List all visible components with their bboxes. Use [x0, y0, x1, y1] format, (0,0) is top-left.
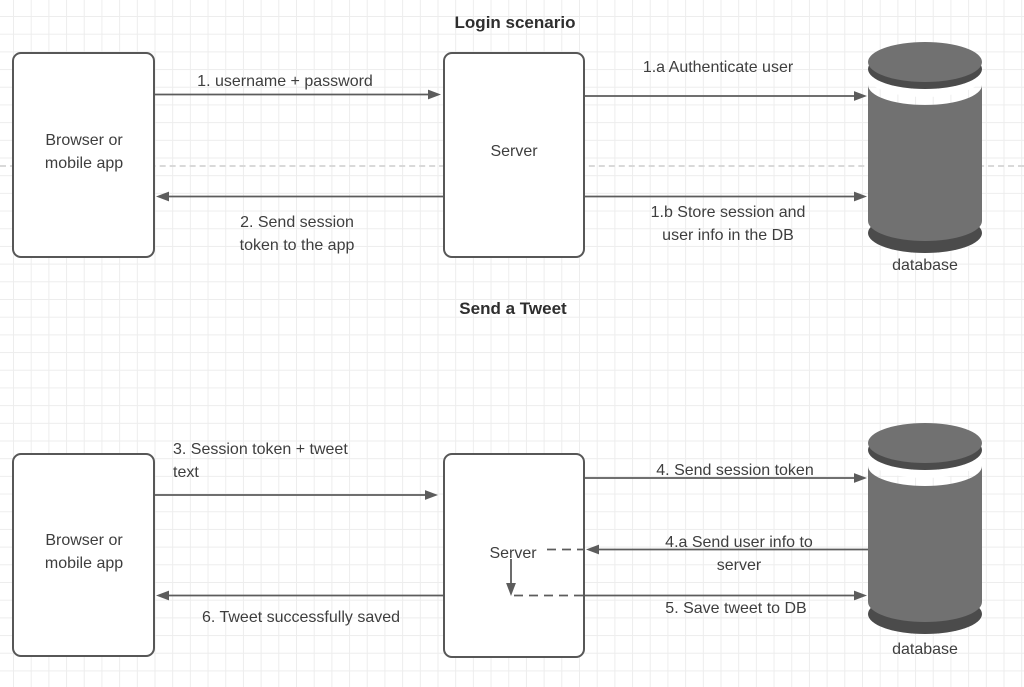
- message-3-label: 3. Session token + tweet text: [173, 441, 348, 481]
- message-4-label: 4. Send session token: [656, 462, 814, 479]
- tweet-client-label: Browser or mobile app: [44, 532, 124, 572]
- arrowhead-right: [428, 89, 441, 100]
- login-server-label: Server: [490, 143, 538, 160]
- login-server-box: [443, 52, 585, 258]
- message-4a-label: 4.a Send user info to server: [665, 534, 813, 574]
- send-a-tweet-title: Send a Tweet: [459, 299, 567, 318]
- arrow-3-session-token-tweet: [155, 490, 438, 500]
- message-1-label: 1. username + password: [197, 73, 373, 90]
- message-2-label: 2. Send session token to the app: [239, 214, 355, 254]
- login-client-box: [12, 52, 155, 258]
- arrow-6-tweet-saved: [156, 590, 443, 601]
- arrowhead-right: [854, 91, 867, 101]
- message-6-label: 6. Tweet successfully saved: [201, 609, 401, 626]
- tweet-database-cylinder: [868, 423, 982, 634]
- login-database-label: database: [892, 257, 958, 274]
- arrow-1a-authenticate-user: [585, 91, 867, 101]
- cylinder-lid-top: [868, 42, 982, 82]
- cylinder-body: [868, 85, 982, 241]
- tweet-server-box: [443, 453, 585, 658]
- tweet-server-label: Server: [489, 545, 537, 562]
- arrowhead-right: [854, 590, 867, 601]
- message-1b-label: 1.b Store session and user info in the D…: [650, 204, 806, 244]
- arrowhead-right: [854, 191, 867, 202]
- arrowhead-right: [425, 490, 438, 500]
- cylinder-lid-top: [868, 423, 982, 463]
- login-database-cylinder: [868, 42, 982, 253]
- arrow-2-send-session-token: [156, 191, 443, 202]
- tweet-client-box: [12, 453, 155, 657]
- message-1a-label: 1.a Authenticate user: [642, 59, 794, 76]
- login-scenario-title: Login scenario: [454, 13, 576, 32]
- message-5-label: 5. Save tweet to DB: [665, 600, 807, 617]
- tweet-database-label: database: [892, 641, 958, 658]
- arrowhead-left: [156, 191, 169, 202]
- arrowhead-left: [586, 544, 599, 555]
- arrowhead-left: [156, 590, 169, 601]
- arrowhead-right: [854, 473, 867, 483]
- arrow-1b-store-session: [585, 191, 867, 202]
- login-client-label: Browser or mobile app: [44, 132, 124, 172]
- cylinder-body: [868, 466, 982, 622]
